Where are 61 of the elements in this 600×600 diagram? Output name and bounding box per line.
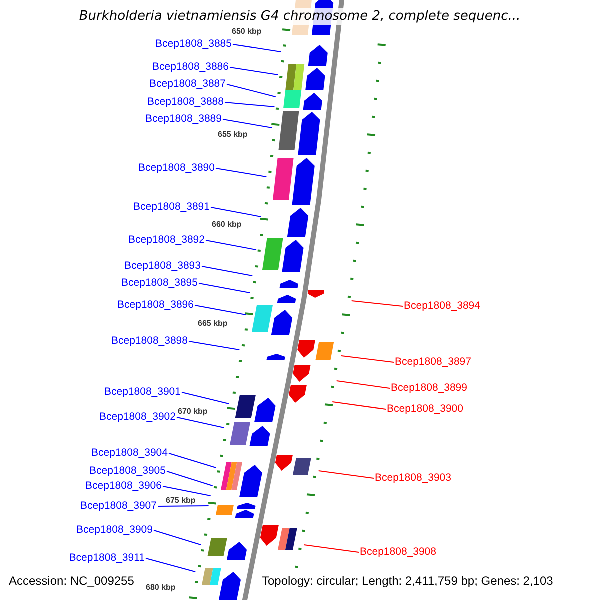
- position-label: 675 kbp: [166, 497, 196, 505]
- gene-label: Bcep1808_3896: [118, 299, 194, 312]
- gene-label: Bcep1808_3909: [76, 524, 153, 537]
- leader-line: [332, 402, 386, 410]
- position-label: 670 kbp: [178, 408, 208, 416]
- gene-label: Bcep1808_3905: [90, 465, 166, 478]
- leader-line: [318, 470, 374, 479]
- leader-line: [182, 392, 230, 404]
- leader-line: [222, 119, 273, 128]
- leader-line: [230, 67, 279, 76]
- gene-label: Bcep1808_3903: [375, 472, 452, 485]
- leader-line: [146, 558, 196, 572]
- gene-label: Bcep1808_3895: [122, 277, 198, 290]
- gene-label: Bcep1808_3886: [152, 61, 229, 74]
- gene-label: Bcep1808_3908: [360, 546, 436, 559]
- position-label: 665 kbp: [198, 320, 228, 328]
- gene-label: Bcep1808_3899: [391, 382, 468, 395]
- leader-line: [194, 305, 247, 316]
- leader-line: [226, 84, 276, 98]
- leader-line: [206, 240, 257, 250]
- leader-line: [351, 300, 404, 307]
- leader-line: [166, 471, 214, 486]
- leader-line: [210, 207, 262, 218]
- gene-label: Bcep1808_3898: [112, 335, 188, 348]
- gene-label: Bcep1808_3901: [104, 386, 181, 399]
- gene-label: Bcep1808_3889: [146, 113, 222, 126]
- gene-label: Bcep1808_3894: [404, 300, 480, 313]
- gene-label: Bcep1808_3900: [387, 403, 464, 416]
- footer-text: Topology: circular; Length: 2,411,759 bp; Genes: 2,103: [262, 574, 554, 589]
- leader-line: [158, 506, 210, 507]
- leader-line: [154, 530, 202, 546]
- leader-line: [176, 417, 225, 428]
- gene-label: Bcep1808_3885: [156, 38, 232, 51]
- leader-line: [202, 266, 254, 276]
- gene-label: Bcep1808_3897: [395, 356, 472, 369]
- leader-line: [224, 102, 276, 108]
- gene-label: Bcep1808_3890: [138, 162, 215, 175]
- leader-line: [162, 486, 212, 496]
- leader-line: [341, 356, 394, 363]
- leader-line: [188, 341, 240, 350]
- leader-line: [198, 283, 251, 294]
- leader-line: [216, 168, 268, 178]
- gene-label: Bcep1808_3893: [124, 260, 201, 273]
- gene-label: Bcep1808_3888: [148, 96, 224, 109]
- gene-label: Bcep1808_3907: [80, 500, 157, 513]
- leader-line: [336, 380, 390, 389]
- position-label: 660 kbp: [212, 221, 242, 229]
- leader-line: [304, 544, 360, 553]
- gene-label: Bcep1808_3902: [100, 411, 176, 424]
- leader-line: [168, 453, 217, 468]
- gene-label: Bcep1808_3891: [134, 201, 210, 214]
- gene-label: Bcep1808_3887: [150, 78, 226, 91]
- position-label: 680 kbp: [146, 584, 176, 592]
- footer-text: Accession: NC_009255: [9, 574, 134, 589]
- leader-line: [232, 44, 282, 52]
- gene-label: Bcep1808_3892: [128, 234, 205, 247]
- position-label: 650 kbp: [232, 28, 262, 36]
- gene-label: Bcep1808_3904: [92, 447, 168, 460]
- gene-label: Bcep1808_3906: [86, 480, 162, 493]
- position-label: 655 kbp: [218, 131, 248, 139]
- gene-label: Bcep1808_3911: [69, 552, 145, 565]
